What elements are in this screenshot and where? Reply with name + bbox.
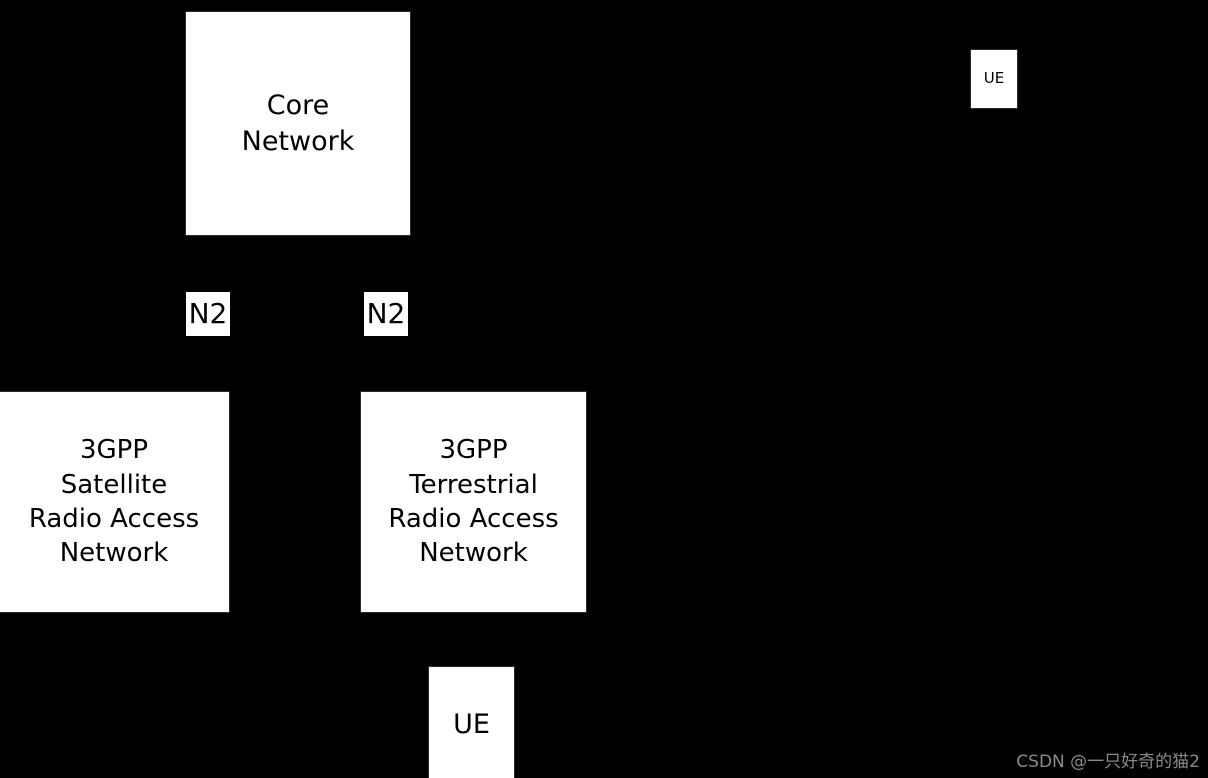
node-core-network: Core Network — [185, 11, 411, 236]
edge-label-n2-terrestrial: N2 — [364, 292, 408, 336]
node-ue-top-right: UE — [970, 49, 1018, 109]
node-3gpp-terrestrial-radio-access-network: 3GPP Terrestrial Radio Access Network — [360, 391, 587, 613]
node-3gpp-satellite-radio-access-network: 3GPP Satellite Radio Access Network — [0, 391, 230, 613]
csdn-watermark: CSDN @一只好奇的猫2 — [1016, 752, 1200, 772]
node-ue-bottom: UE — [428, 666, 515, 778]
edge-label-n2-satellite: N2 — [186, 292, 230, 336]
connector-terrestrial-ran-to-ue — [470, 613, 472, 666]
